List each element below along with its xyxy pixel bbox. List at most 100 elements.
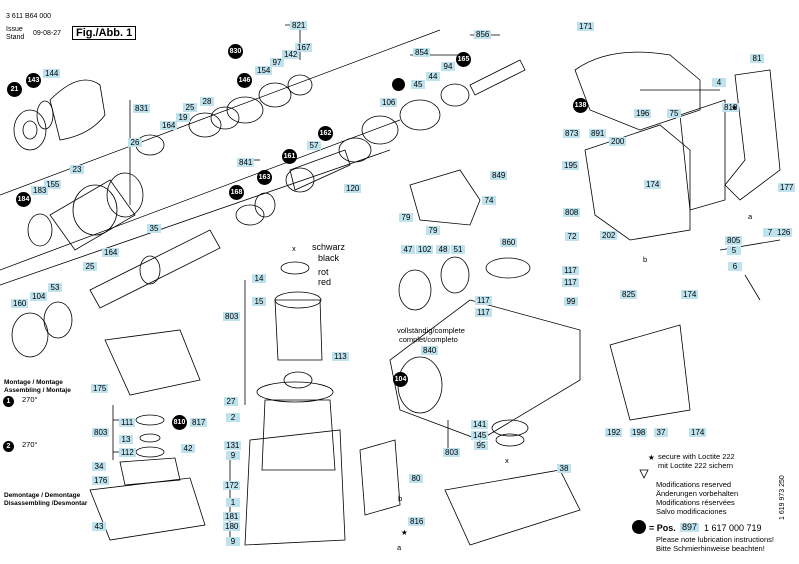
part-label: 808 xyxy=(563,208,581,217)
part-label: 196 xyxy=(634,109,652,118)
part-label: 164 xyxy=(160,121,178,130)
part-label: 825 xyxy=(620,290,638,299)
part-label: 155 xyxy=(44,180,62,189)
part-label: 816 xyxy=(408,517,426,526)
part-label: 2 xyxy=(226,413,240,422)
part-label: 113 xyxy=(332,352,349,361)
part-label: 821 xyxy=(290,21,308,30)
disassembly-title-1: Demontage / Demontage xyxy=(4,492,81,499)
assembly-title-2: Assembling / Montaje xyxy=(4,387,71,394)
part-label: 171 xyxy=(577,22,595,31)
part-label: 102 xyxy=(416,245,434,254)
part-label: 164 xyxy=(102,248,120,257)
part-label: 144 xyxy=(43,69,61,78)
part-label: 44 xyxy=(426,72,440,81)
star-icon: ★ xyxy=(648,453,655,462)
assembly-title-1: Montage / Montage xyxy=(4,379,63,386)
issue-date: 09-08-27 xyxy=(33,30,62,37)
part-label: 27 xyxy=(224,397,238,406)
modifications-3: Modifications réservées xyxy=(656,498,735,507)
part-label: 120 xyxy=(344,184,362,193)
part-label: 42 xyxy=(181,444,195,453)
callout-circle: 146 xyxy=(237,73,252,88)
part-label: 174 xyxy=(644,180,662,189)
part-number: 3 611 B64 000 xyxy=(6,13,52,20)
part-label: 805 xyxy=(725,236,743,245)
part-label: 53 xyxy=(48,283,62,292)
part-label: 72 xyxy=(565,232,579,241)
part-label: 25 xyxy=(183,103,197,112)
part-label: 141 xyxy=(471,420,489,429)
callout-circle: 143 xyxy=(26,73,41,88)
angle-2: 270° xyxy=(22,440,38,449)
part-label: 43 xyxy=(92,522,106,531)
part-label: 195 xyxy=(562,161,580,170)
document-number: 1 619 973 250 xyxy=(779,475,786,520)
star-icon: ★ xyxy=(731,103,738,112)
part-label: 99 xyxy=(564,297,578,306)
part-label: 97 xyxy=(270,58,284,67)
part-label: 45 xyxy=(411,80,425,89)
step-2: 2 xyxy=(3,441,14,452)
part-label: 126 xyxy=(775,228,793,237)
grease-part-number: 1 617 000 719 xyxy=(704,523,762,533)
part-label: 34 xyxy=(92,462,106,471)
part-label: 1 xyxy=(226,498,240,507)
part-label: 154 xyxy=(255,66,273,75)
part-label: 198 xyxy=(630,428,648,437)
part-label: 23 xyxy=(70,165,84,174)
part-label: 142 xyxy=(282,50,300,59)
callout-circle: 830 xyxy=(228,44,243,59)
part-label: 81 xyxy=(750,54,764,63)
modifications-1: Modifications reserved xyxy=(656,480,732,489)
callout-circle: 810 xyxy=(172,415,187,430)
part-label: 79 xyxy=(399,213,413,222)
part-label: 19 xyxy=(176,113,190,122)
part-label: 35 xyxy=(147,224,161,233)
pos-label: = Pos. xyxy=(649,523,676,533)
modifications-2: Änderungen vorbehalten xyxy=(656,489,739,498)
complete-note-1: vollständig/complete xyxy=(397,326,465,335)
part-label: 9 xyxy=(226,537,240,546)
marker-a: a xyxy=(748,212,753,221)
part-label: 95 xyxy=(474,441,488,450)
part-label: 160 xyxy=(11,299,29,308)
part-label: 172 xyxy=(223,481,241,490)
part-label: 7 xyxy=(763,228,777,237)
callout-circle: 104 xyxy=(393,372,408,387)
part-label: 177 xyxy=(778,183,796,192)
part-label: 818 xyxy=(722,103,740,112)
part-label: 176 xyxy=(92,476,110,485)
part-label: 104 xyxy=(30,292,48,301)
lubrication-note-2: Bitte Schmierhinweise beachten! xyxy=(656,544,765,553)
marker-x: x xyxy=(505,456,509,465)
part-label: 183 xyxy=(31,186,49,195)
part-label: 57 xyxy=(307,141,321,150)
part-label: 200 xyxy=(609,137,627,146)
part-label: 25 xyxy=(83,262,97,271)
marker-a: a xyxy=(397,543,402,552)
pos-number: 897 xyxy=(680,522,700,532)
lubrication-dot xyxy=(392,78,405,91)
part-label: 9 xyxy=(226,451,240,460)
part-label: 117 xyxy=(475,296,492,305)
part-label: 831 xyxy=(133,104,151,113)
part-label: 803 xyxy=(223,312,241,321)
star-icon: ★ xyxy=(401,528,408,537)
part-label: 145 xyxy=(471,431,489,440)
part-label: 856 xyxy=(474,30,492,39)
part-label: 26 xyxy=(128,138,142,147)
complete-note-2: complet/completo xyxy=(399,335,458,344)
disassembly-title-2: Disassembling /Desmontar xyxy=(4,500,88,507)
callout-circle: 162 xyxy=(318,126,333,141)
part-label: 817 xyxy=(190,418,208,427)
part-label: 803 xyxy=(443,448,461,457)
part-label: 117 xyxy=(562,278,579,287)
loctite-note-2: mit Loctite 222 sichern xyxy=(658,461,734,470)
part-label: 860 xyxy=(500,238,518,247)
callout-circle: 184 xyxy=(16,192,31,207)
part-label: 47 xyxy=(401,245,415,254)
callout-circle: 161 xyxy=(282,149,297,164)
part-label: 117 xyxy=(562,266,579,275)
step-1: 1 xyxy=(3,396,14,407)
